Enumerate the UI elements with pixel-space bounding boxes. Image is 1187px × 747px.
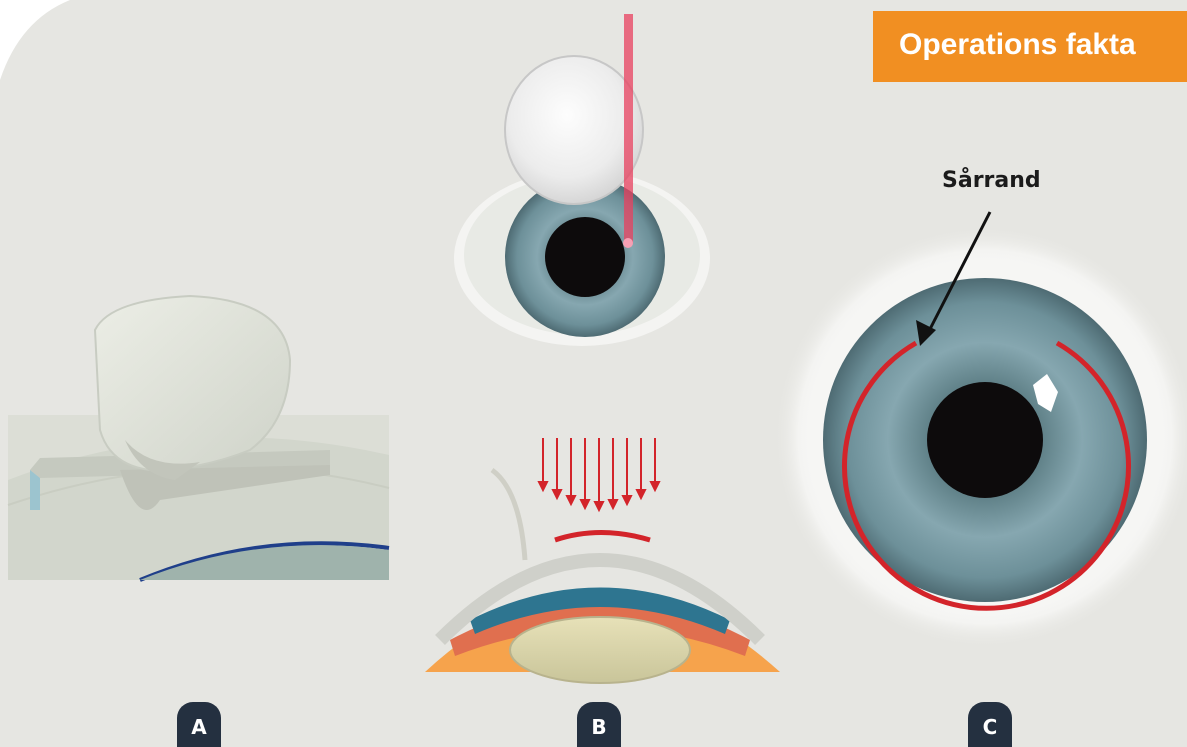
wound-edge-label: Sårrand bbox=[942, 168, 1041, 193]
panel-b-badge: B bbox=[577, 702, 621, 747]
panel-c-badge: C bbox=[968, 702, 1012, 747]
section-tag: Operations fakta bbox=[873, 11, 1187, 82]
panel-a-badge: A bbox=[177, 702, 221, 747]
laser-beam bbox=[624, 14, 633, 244]
